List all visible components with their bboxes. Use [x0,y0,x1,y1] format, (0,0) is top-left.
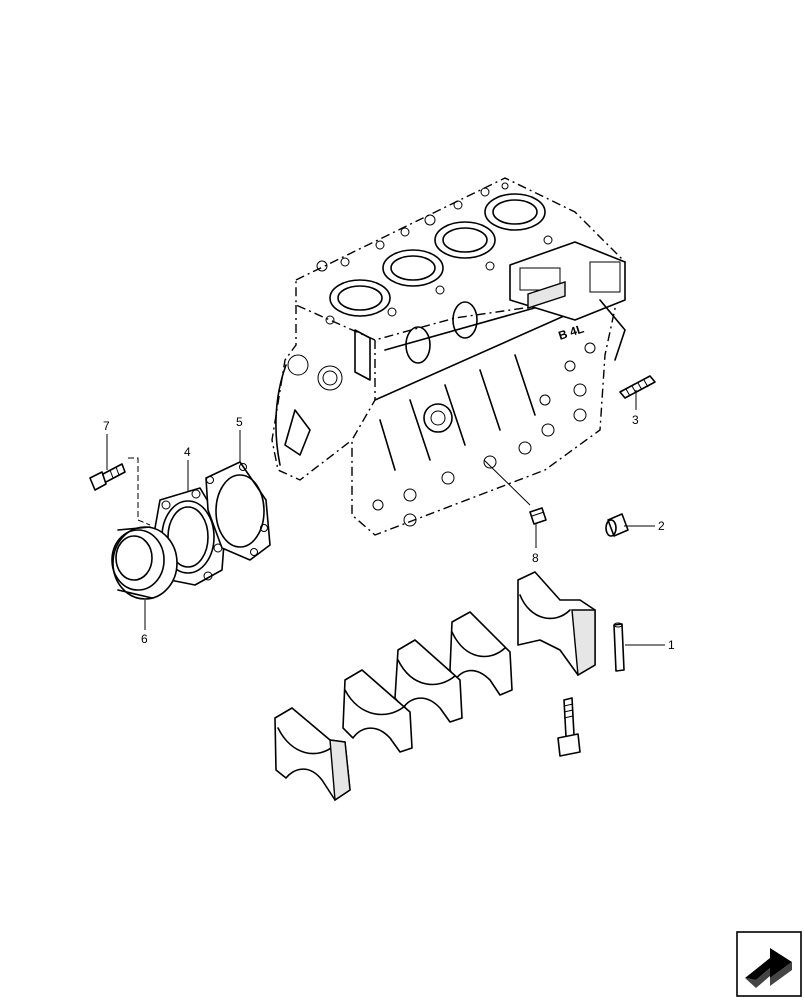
leader-lines [106,390,665,646]
gasket-part-5 [205,461,271,561]
callout-labels: 1 2 3 4 5 6 7 8 [103,413,675,652]
callout-7: 7 [103,419,110,433]
callout-5: 5 [236,415,243,429]
plug-part-2 [605,513,629,537]
next-page-arrow-icon[interactable] [736,931,802,997]
callout-1: 1 [668,638,675,652]
callout-8: 8 [532,551,539,565]
main-bearing-caps-part-1 [274,571,596,802]
assembly-line-7 [128,457,151,526]
callout-2: 2 [658,519,665,533]
dowel-pin-part-1 [613,622,625,672]
cylinder-block: B 4L [271,177,627,536]
callout-3: 3 [632,413,639,427]
block-casting-mark: B 4L [557,321,586,342]
callout-6: 6 [141,632,148,646]
bolt-part-7 [89,463,126,491]
callout-4: 4 [184,445,191,459]
stud-part-3 [619,375,656,399]
plug-part-8 [529,507,547,525]
oil-seal-part-6 [111,526,178,600]
main-bearing-bolt [557,697,581,757]
